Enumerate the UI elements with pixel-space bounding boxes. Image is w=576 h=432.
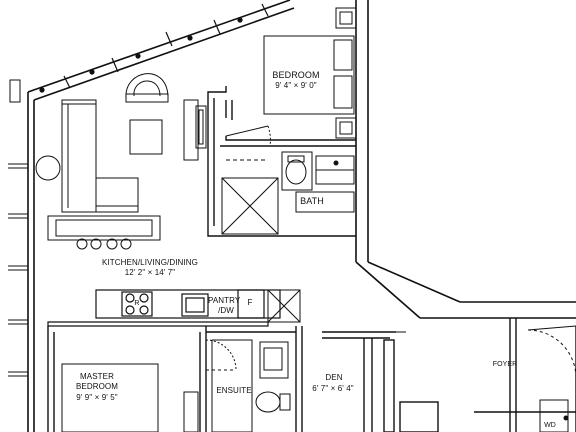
den-walls — [322, 331, 439, 432]
pantry-name: PANTRY — [208, 296, 241, 305]
master-door — [205, 339, 237, 371]
foyer-walls — [474, 318, 576, 432]
foyer-name: FOYER — [492, 361, 518, 368]
bed — [263, 35, 355, 115]
bedroom-walls — [207, 86, 356, 237]
round-table — [35, 155, 61, 181]
master-name: MASTER — [80, 372, 114, 381]
bedroom-door — [225, 125, 271, 161]
bedroom-name: BEDROOM — [272, 70, 320, 80]
closet-rail-inner — [198, 109, 204, 145]
pantry-sub: /DW — [218, 306, 234, 315]
kitchen-counter — [47, 289, 281, 327]
bedroom-size: 9' 4" × 9' 0" — [275, 81, 317, 90]
ensuite-name: ENSUITE — [216, 386, 252, 395]
den-name: DEN — [325, 373, 343, 382]
kitchen-name: KITCHEN/LIVING/DINING — [102, 258, 198, 267]
window-mullions — [39, 3, 269, 93]
wd-label: WD — [544, 422, 556, 429]
fridge-label: F — [247, 298, 253, 307]
washer-dryer — [539, 399, 569, 432]
master-walls — [47, 326, 303, 432]
master-size: 9' 9" × 9' 5" — [76, 393, 118, 402]
closet-rail — [195, 105, 207, 149]
bath-name: BATH — [300, 196, 324, 206]
kitchen-size: 12' 2" × 14' 7" — [124, 268, 176, 277]
ensuite-fixtures — [183, 339, 291, 432]
master-bed — [61, 363, 159, 432]
pantry-box — [267, 289, 301, 323]
nightstands — [335, 7, 357, 139]
den-size: 6' 7" × 6' 4" — [312, 384, 354, 393]
dining-island — [47, 215, 161, 250]
master-name2: BEDROOM — [75, 382, 119, 391]
bath-fixtures — [221, 151, 355, 235]
west-window-marks — [8, 79, 28, 377]
entry-door — [527, 329, 576, 379]
sectional-sofa — [61, 99, 139, 213]
range-label: R — [134, 300, 140, 307]
coffee-table — [129, 119, 163, 155]
armchair — [125, 73, 169, 103]
media-console — [183, 99, 199, 161]
